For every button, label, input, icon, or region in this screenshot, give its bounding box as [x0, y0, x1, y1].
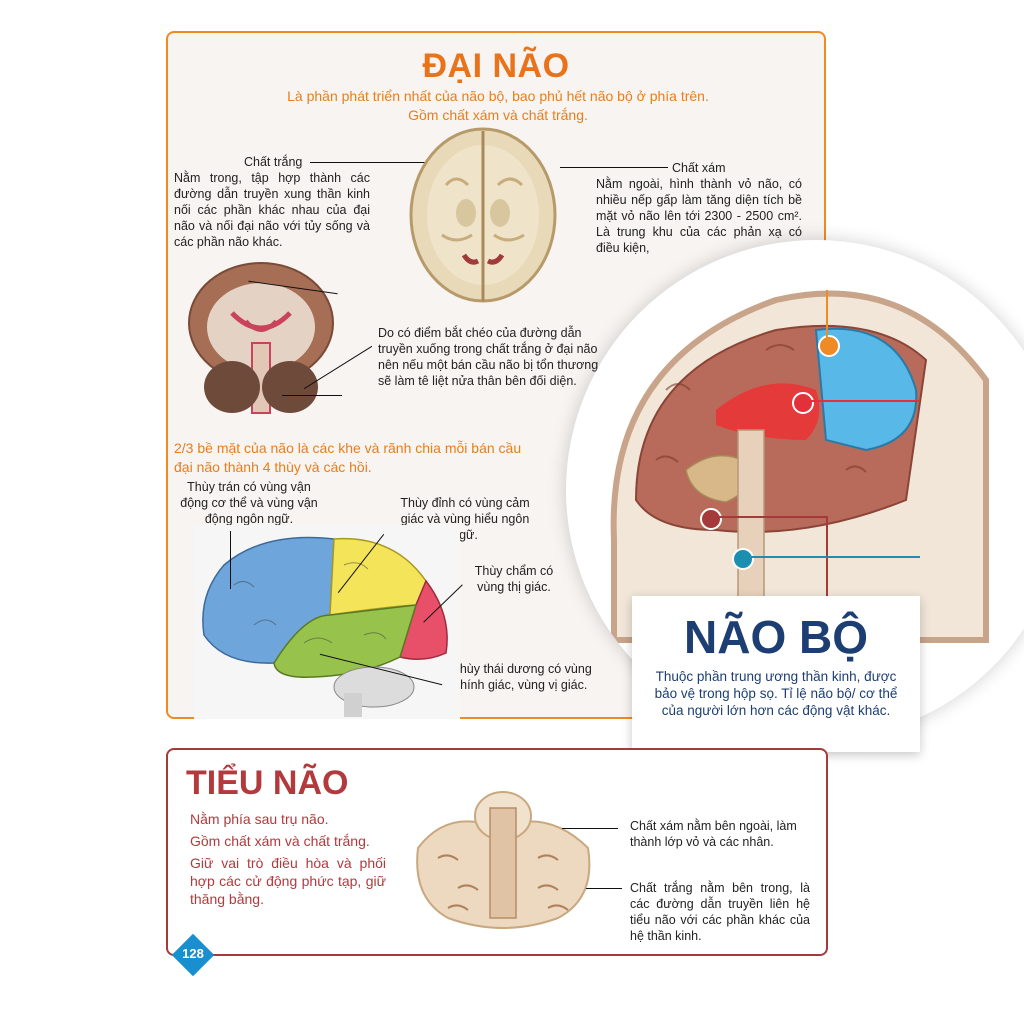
tieu-nao-pointer-line-h — [718, 516, 828, 518]
dai-nao-subtitle: Là phần phát triển nhất của não bộ, bao … — [188, 87, 808, 125]
tieu-nao-line-1: Nằm phía sau trụ não. — [190, 811, 329, 827]
cerebellum-white-leader — [586, 888, 622, 889]
brainstem-pointer-line — [750, 556, 920, 558]
temporal-lobe-desc: Thùy thái dương có vùng thính giác, vùng… — [452, 662, 592, 692]
tieu-nao-panel: TIỂU NÃO Nằm phía sau trụ não. Gồm chất … — [166, 748, 828, 956]
cerebellum-grey-leader — [562, 828, 618, 829]
dai-nao-subtitle-line-2: Gồm chất xám và chất trắng. — [408, 107, 588, 123]
white-matter-leader — [310, 162, 428, 163]
frontal-leader — [230, 531, 231, 589]
crossing-desc: Do có điểm bắt chéo của đường dẫn truyền… — [378, 326, 599, 388]
grey-matter-pointer-line — [826, 290, 828, 340]
dai-nao-subtitle-line-1: Là phần phát triển nhất của não bộ, bao … — [287, 88, 709, 104]
lobes-intro: 2/3 bề mặt của não là các khe và rãnh ch… — [174, 440, 522, 475]
brainstem-pointer-dot — [732, 548, 754, 570]
page-number: 128 — [182, 946, 204, 961]
tieu-nao-pointer-dot — [700, 508, 722, 530]
frontal-lobe-desc: Thùy trán có vùng vận động cơ thể và vùn… — [180, 480, 318, 526]
brain-coronal-section-icon — [188, 262, 334, 414]
coronal-leader-2 — [282, 395, 342, 396]
cerebellum-grey-desc: Chất xám nằm bên ngoài, làm thành lớp vỏ… — [630, 819, 797, 849]
dai-nao-title: ĐẠI NÃO — [422, 47, 570, 85]
tieu-nao-line-3: Giữ vai trò điều hòa và phối hợp các cử … — [190, 855, 386, 907]
brain-top-view-icon — [409, 127, 557, 303]
tieu-nao-line-2: Gồm chất xám và chất trắng. — [190, 833, 370, 849]
cerebellum-white-desc: Chất trắng nằm bên trong, là các đường d… — [630, 881, 810, 943]
white-matter-desc: Nằm trong, tập hợp thành các đường dẫn t… — [174, 171, 370, 249]
grey-matter-leader — [560, 167, 668, 168]
grey-matter-label: Chất xám — [672, 161, 726, 175]
cerebellum-section-icon — [416, 791, 591, 929]
nao-bo-desc: Thuộc phần trung ương thần kinh, được bả… — [654, 669, 898, 718]
parietal-lobe-desc: Thùy đỉnh có vùng cảm giác và vùng hiểu … — [400, 496, 530, 542]
white-matter-label: Chất trắng — [244, 155, 303, 169]
occipital-lobe-desc: Thùy chẩm có vùng thị giác. — [474, 564, 554, 594]
tieu-nao-title: TIỂU NÃO — [186, 764, 349, 802]
grey-matter-pointer-dot — [818, 335, 840, 357]
dai-nao-pointer-line — [810, 400, 920, 402]
dai-nao-pointer-dot — [792, 392, 814, 414]
brain-lobes-diagram-icon — [194, 525, 460, 719]
nao-bo-card: NÃO BỘ Thuộc phần trung ương thần kinh, … — [632, 596, 920, 752]
grey-matter-desc: Nằm ngoài, hình thành vỏ não, có nhiều n… — [596, 177, 802, 255]
nao-bo-title: NÃO BỘ — [684, 611, 868, 663]
